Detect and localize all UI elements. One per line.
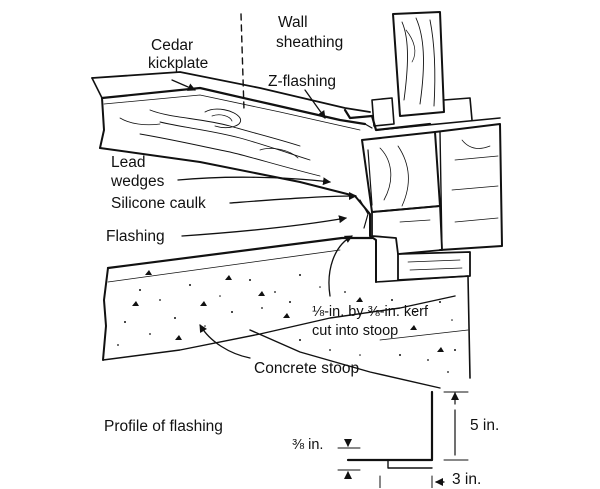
- label-cedar-kickplate-line2: kickplate: [148, 55, 209, 72]
- label-lead-wedges-line1: Lead: [111, 154, 146, 171]
- label-z-flashing: Z-flashing: [268, 73, 337, 90]
- leader-lead-wedges: [177, 176, 331, 186]
- leader-z-flashing: [304, 89, 326, 119]
- z-flashing: [343, 108, 501, 132]
- label-wall-sheathing-line1: Wall: [278, 14, 308, 31]
- label-wall-sheathing-line2: sheathing: [276, 34, 344, 51]
- leader-kerf: [328, 235, 353, 297]
- leader-flashing: [181, 215, 347, 237]
- rim-joist-block: [361, 123, 503, 281]
- label-lead-wedges-line2: wedges: [111, 173, 165, 190]
- label-silicone-caulk: Silicone caulk: [111, 195, 206, 212]
- lead-wedge: [359, 199, 369, 229]
- label-kerf-line1: ⅛-in. by ⅜-in. kerf: [312, 304, 429, 320]
- label-dim-3in: 3 in.: [452, 471, 482, 488]
- label-kerf-line2: cut into stoop: [312, 323, 399, 339]
- label-flashing: Flashing: [106, 228, 165, 245]
- cedar-kickplate: [91, 71, 371, 113]
- sill-board: [99, 86, 367, 197]
- label-cedar-kickplate-line1: Cedar: [151, 37, 194, 54]
- label-dim-5in: 5 in.: [470, 417, 500, 434]
- leader-silicone-caulk: [229, 192, 357, 204]
- flashing-profile: [337, 390, 469, 488]
- leader-concrete-stoop: [199, 324, 251, 359]
- label-profile-of-flashing: Profile of flashing: [104, 418, 223, 435]
- label-dim-3-8in: ⅜ in.: [292, 437, 324, 453]
- leader-lines: [171, 79, 357, 359]
- leader-cedar-kickplate: [171, 79, 196, 91]
- label-concrete-stoop: Concrete stoop: [254, 360, 360, 377]
- concrete-stipple: [117, 270, 456, 373]
- wall-stud: [371, 11, 473, 127]
- wall-sheathing-line: [240, 13, 245, 111]
